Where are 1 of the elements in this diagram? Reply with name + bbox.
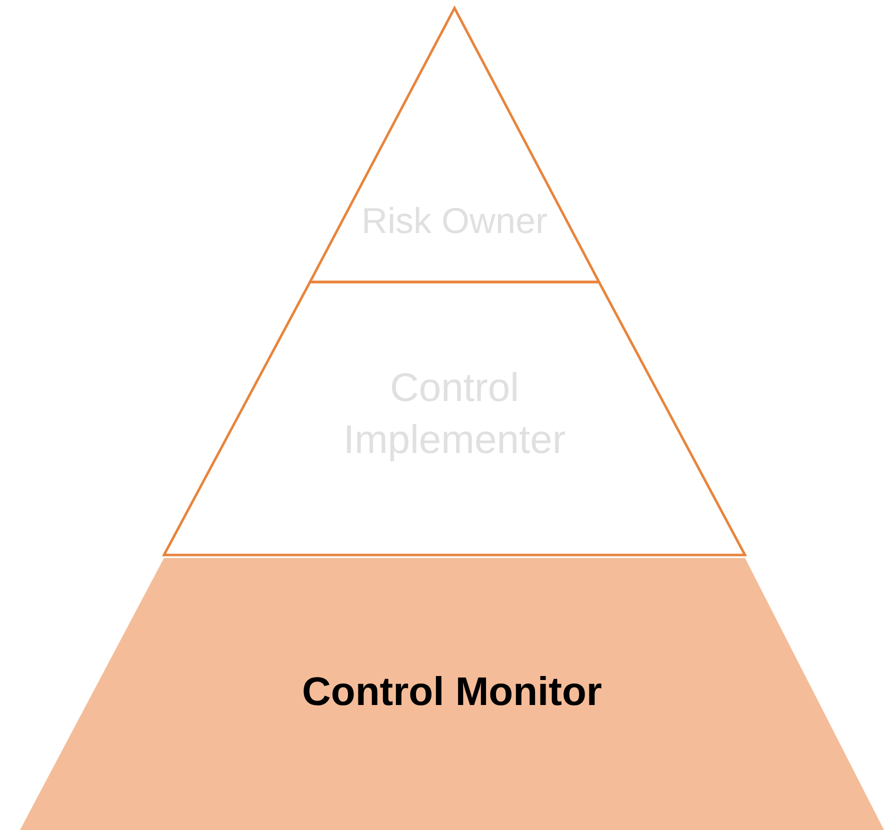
- tier-label: Control Monitor: [301, 669, 603, 716]
